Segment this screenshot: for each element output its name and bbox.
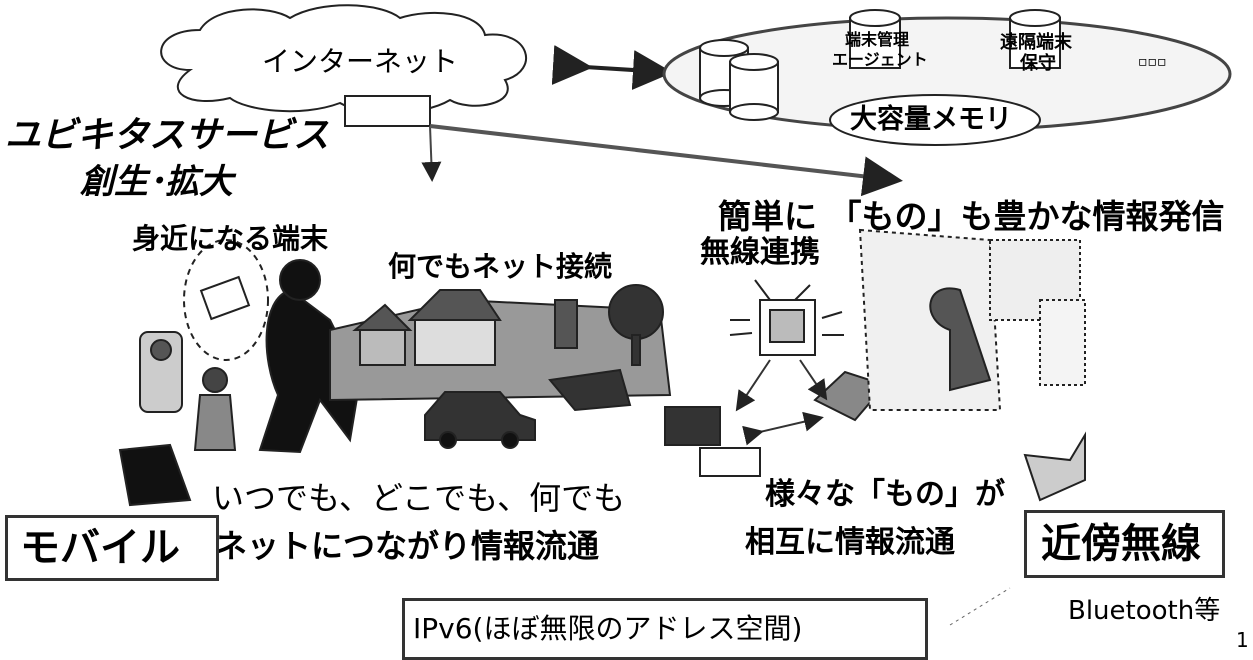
- near-wireless-label: 近傍無線: [1041, 521, 1201, 567]
- server-ellipsis: ▫▫▫: [1138, 54, 1167, 70]
- page-number: 1: [1236, 628, 1249, 652]
- database-icon: [699, 9, 1061, 121]
- things-line1: 様々な「もの」が: [765, 477, 1005, 512]
- arrow-to-terminals: [421, 125, 442, 182]
- ubiquitous-line1: ユビキタスサービス: [5, 115, 330, 156]
- agent-label-line1: 端末管理: [845, 30, 910, 49]
- memory-label: 大容量メモリ: [850, 104, 1012, 135]
- bluetooth-label: Bluetooth等: [1068, 596, 1221, 626]
- internet-label: インターネット: [262, 45, 459, 78]
- ubiquitous-line2: 創生･拡大: [80, 162, 233, 202]
- anything-connect-label: 何でもネット接続: [388, 250, 613, 283]
- mobile-label-box: モバイル: [5, 515, 219, 581]
- wireless-link-arrows: [735, 359, 828, 446]
- remote-label-line1: 遠隔端末: [1000, 32, 1072, 53]
- agent-label-line2: エージェント: [832, 50, 928, 69]
- wireless-link-label: 無線連携: [700, 235, 820, 270]
- things-line2: 相互に情報流通: [745, 525, 955, 560]
- mobile-devices-illustration: [118, 239, 672, 507]
- ipv6-box: IPv6(ほぼ無限のアドレス空間): [402, 598, 928, 660]
- near-terminal-label: 身近になる端末: [132, 222, 329, 255]
- gateway-box: [344, 95, 431, 127]
- ipv6-label: IPv6(ほぼ無限のアドレス空間): [413, 612, 803, 645]
- mobile-label: モバイル: [20, 525, 180, 571]
- rich-info-label: 簡単に 「もの」も豊かな情報発信: [718, 197, 1225, 236]
- wireless-things-illustration: [664, 228, 1086, 502]
- memory-oval: [829, 94, 1041, 146]
- arrow-to-things: [429, 124, 903, 197]
- ipv6-leader: [949, 587, 1011, 626]
- remote-label-line2: 保守: [1020, 53, 1056, 74]
- internet-cloud-icon: [160, 4, 528, 114]
- near-wireless-box: 近傍無線: [1024, 510, 1225, 578]
- internet-server-arrow: [551, 45, 673, 90]
- mobile-caption-line1: いつでも、どこでも、何でも: [212, 479, 626, 517]
- mobile-caption-line2: ネットにつながり情報流通: [215, 527, 600, 565]
